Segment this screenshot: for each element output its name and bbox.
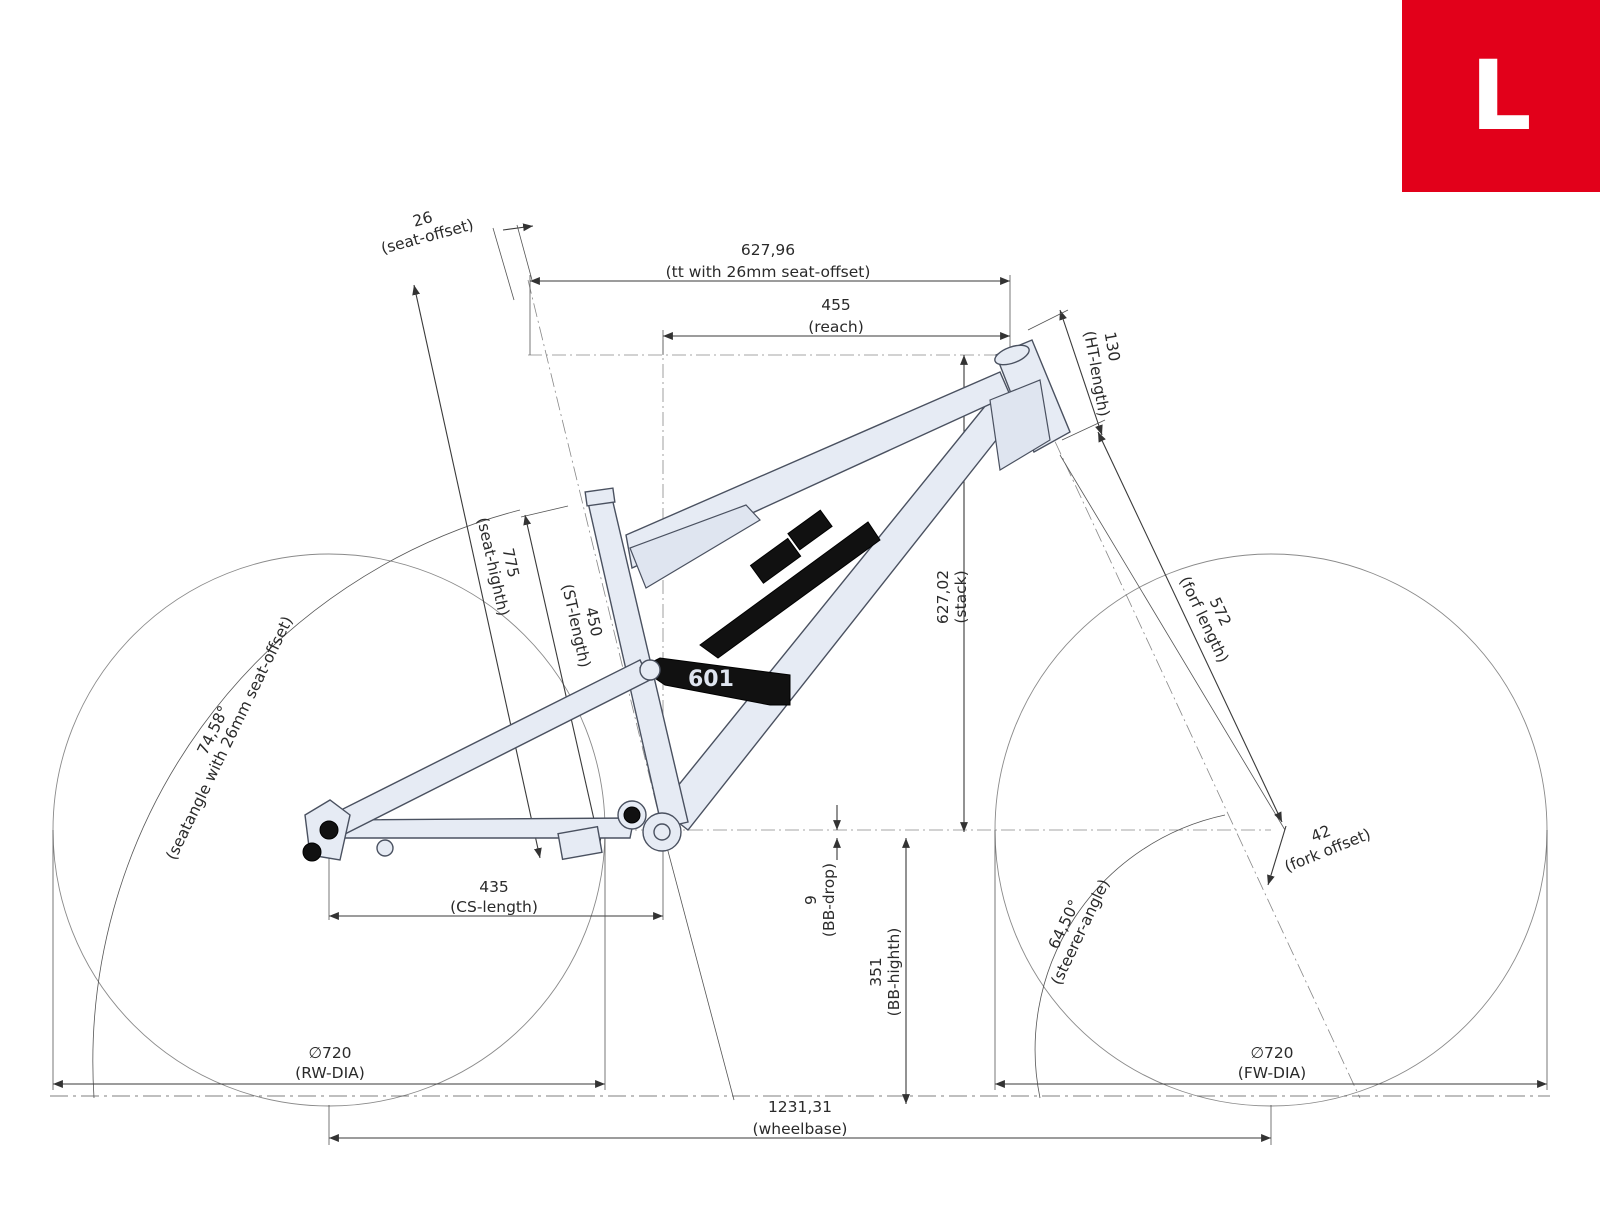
- top-tube-value: 627,96: [741, 241, 795, 259]
- size-label: L: [1470, 40, 1532, 152]
- top-tube-label: (tt with 26mm seat-offset): [666, 263, 871, 281]
- seat-angle-label: (seatangle with 26mm seat-offset): [162, 613, 296, 862]
- cs-length-value: 435: [479, 878, 509, 896]
- construction-lines: [50, 279, 1550, 1101]
- st-length-value: 450: [582, 605, 606, 638]
- bb-drop-value: 9: [802, 895, 820, 905]
- bike-frame: 601: [302, 339, 1071, 862]
- rw-dia-value: ∅720: [308, 1044, 351, 1062]
- rw-dia-label: (RW-DIA): [295, 1064, 365, 1082]
- bb-height-label: (BB-highth): [885, 928, 903, 1017]
- stack-label: (stack): [952, 570, 970, 623]
- fw-dia-value: ∅720: [1250, 1044, 1293, 1062]
- ht-length-value: 130: [1101, 331, 1124, 363]
- seat-height-value: 775: [499, 546, 523, 579]
- bb-height-value: 351: [867, 957, 885, 987]
- seat-offset-value: 26: [411, 208, 435, 230]
- wheelbase-value: 1231,31: [768, 1098, 832, 1116]
- stack-value: 627,02: [934, 570, 952, 624]
- size-badge: L: [1402, 0, 1600, 192]
- fw-dia-label: (FW-DIA): [1238, 1064, 1306, 1082]
- reach-label: (reach): [808, 318, 864, 336]
- reach-value: 455: [821, 296, 851, 314]
- wheelbase-label: (wheelbase): [753, 1120, 848, 1138]
- bb-drop-label: (BB-drop): [820, 863, 838, 937]
- dimension-labels: 26 (seat-offset) 627,96 (tt with 26mm se…: [162, 208, 1373, 1138]
- dimension-lines: [52, 223, 1548, 1145]
- frame-model-badge: 601: [688, 667, 734, 692]
- cs-length-label: (CS-length): [450, 898, 538, 916]
